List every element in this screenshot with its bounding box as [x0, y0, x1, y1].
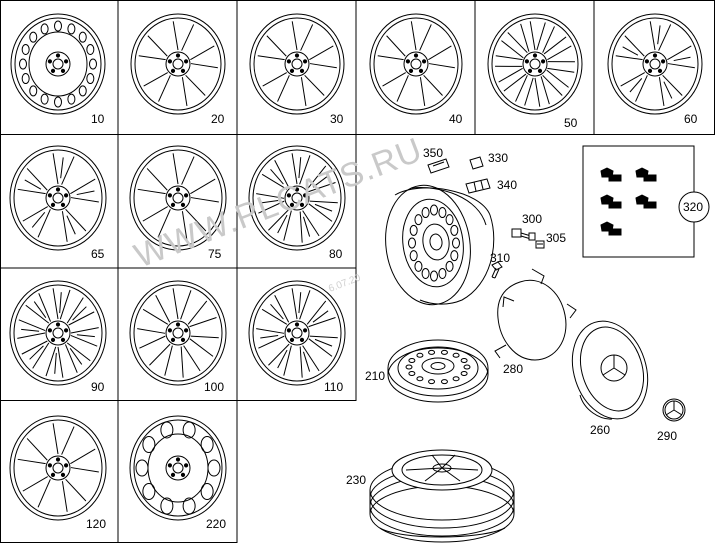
wheel-110: [248, 280, 346, 386]
wheel-bolt: [600, 221, 622, 236]
part-label-300: 300: [522, 212, 542, 226]
part-label-330: 330: [488, 151, 508, 165]
steel-rim-210: [387, 339, 489, 403]
hubcap-260: [571, 320, 649, 420]
callout-circle-320: [678, 191, 710, 223]
bolt-310: [491, 261, 503, 279]
wheel-label-100: 100: [204, 380, 224, 394]
wheel-bolt: [635, 194, 657, 209]
wheel-labels: 10 20 30 40 50 60 65 75 80 90 100 110 12…: [86, 112, 698, 531]
wheel-50: [487, 13, 583, 115]
part-label-260: 260: [590, 423, 610, 437]
wheel-60: [607, 13, 703, 115]
part-label-350: 350: [423, 146, 443, 160]
balance-weight-350: [427, 158, 450, 174]
wheel-80: [248, 145, 346, 251]
wheel-label-10: 10: [91, 112, 105, 126]
balance-weight-340: [465, 178, 491, 194]
wheel-100: [129, 280, 227, 386]
wheel-label-20: 20: [211, 112, 225, 126]
valve-300: [511, 228, 536, 241]
wheel-20: [130, 13, 226, 115]
part-label-290: 290: [657, 429, 677, 443]
wheel-bolt: [600, 167, 622, 182]
wheel-bolt: [635, 167, 657, 182]
wheel-label-50: 50: [564, 116, 578, 130]
valve-cap-305: [535, 240, 545, 249]
wheel-illustrations: [9, 13, 703, 521]
part-label-320: 320: [683, 200, 703, 214]
wheel-40: [369, 13, 463, 115]
wheel-220: [129, 415, 227, 521]
part-label-305: 305: [546, 231, 566, 245]
steel-rim-perspective: [385, 184, 495, 306]
wheel-65: [9, 145, 107, 251]
wheel-120: [9, 415, 107, 521]
wheel-label-65: 65: [91, 247, 105, 261]
wheel-75: [129, 145, 227, 251]
part-label-310: 310: [490, 251, 510, 265]
wheel-label-40: 40: [449, 112, 463, 126]
wheel-label-60: 60: [684, 112, 698, 126]
steel-rim-210-holes: [405, 349, 471, 385]
wheel-label-120: 120: [86, 517, 106, 531]
wheel-30: [249, 13, 345, 115]
part-labels: 350 330 340 300 305 310 320 280 210 260 …: [346, 146, 703, 487]
part-label-280: 280: [503, 362, 523, 376]
watermark-date: 6.07.20: [327, 272, 362, 294]
retaining-spring-280: [494, 268, 577, 361]
part-label-230: 230: [346, 473, 366, 487]
wheel-bolt: [600, 194, 622, 209]
wheel-label-110: 110: [324, 380, 343, 394]
wheel-bolt-set-320: [600, 167, 657, 236]
wheel-90: [9, 280, 107, 386]
wheel-label-30: 30: [330, 112, 344, 126]
wheel-label-90: 90: [91, 380, 105, 394]
complete-wheel-230: [369, 449, 515, 543]
emblem-290: [662, 398, 686, 422]
part-label-210: 210: [365, 369, 385, 383]
wheel-label-75: 75: [208, 247, 222, 261]
balance-weight-330: [469, 156, 484, 170]
wheel-10: [10, 13, 106, 115]
wheel-label-80: 80: [329, 247, 343, 261]
part-label-340: 340: [497, 178, 517, 192]
wheel-label-220: 220: [206, 517, 226, 531]
assembly-parts: [369, 156, 710, 543]
steel-rim-vent-holes: [408, 204, 460, 282]
